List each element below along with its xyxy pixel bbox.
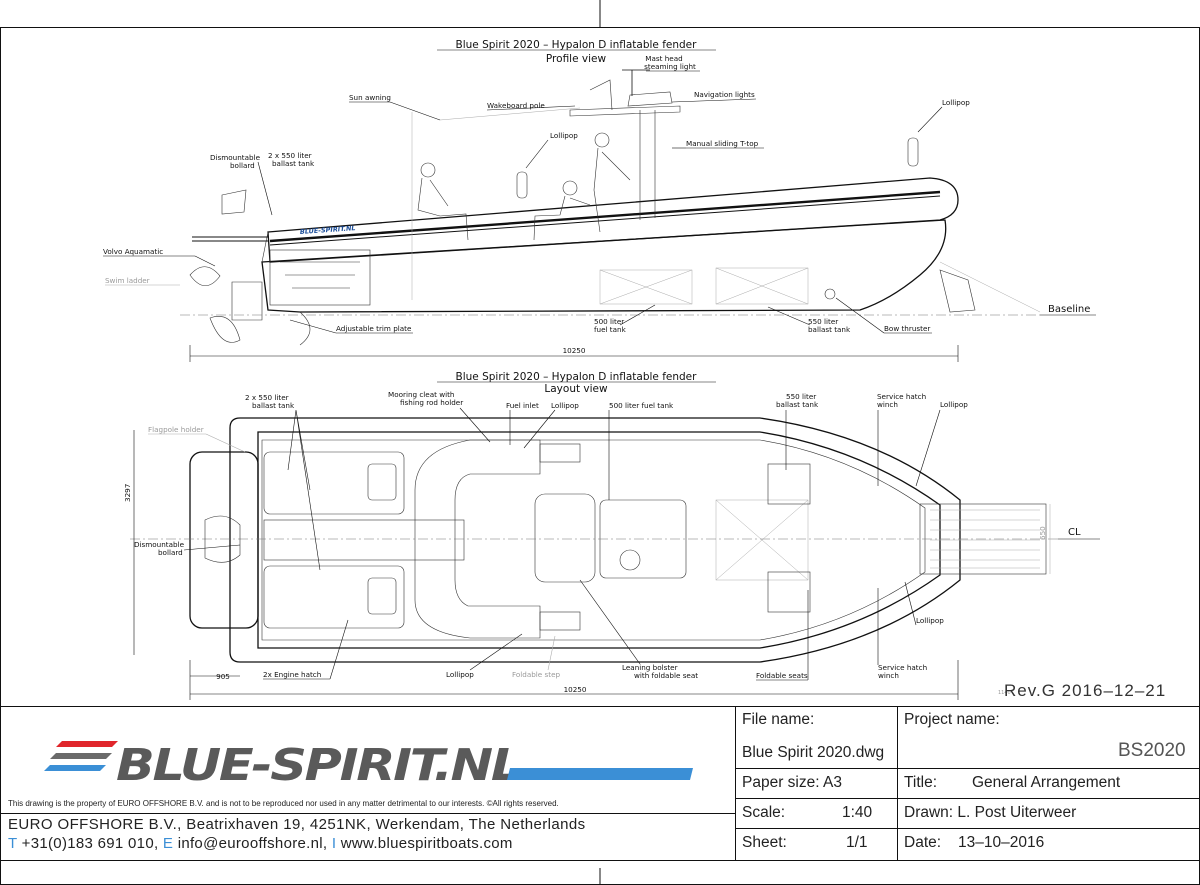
layout-tube-inner bbox=[257, 431, 941, 649]
cl-label: CL bbox=[1068, 527, 1081, 538]
label-foldable-step: Foldable step bbox=[512, 670, 560, 679]
label-bow-thruster: Bow thruster bbox=[884, 324, 930, 333]
label-mast-head-1: Mast head bbox=[645, 54, 682, 63]
blue-spirit-logo: BLUE-SPIRIT.NL bbox=[44, 740, 693, 791]
web-prefix: I bbox=[331, 835, 337, 852]
label-ballast550-1: 550 liter bbox=[808, 317, 838, 326]
layout-view: Blue Spirit 2020 – Hypalon D inflatable … bbox=[123, 371, 1100, 700]
project-name-label: Project name: bbox=[904, 711, 1000, 728]
label-ballast-1: 2 x 550 liter bbox=[268, 151, 312, 160]
baseline-label: Baseline bbox=[1048, 304, 1090, 315]
small-dim-1140: 1140 bbox=[998, 690, 1011, 696]
label-fuel-1: 500 liter bbox=[594, 317, 624, 326]
label-engine-hatch: 2x Engine hatch bbox=[263, 670, 321, 679]
revision-label: Rev.G 2016–12–21 bbox=[1004, 681, 1167, 700]
label-l-ballast-1: 2 x 550 liter bbox=[245, 393, 289, 402]
label-service-bot-1: Service hatch bbox=[878, 663, 927, 672]
company-address: EURO OFFSHORE B.V., Beatrixhaven 19, 425… bbox=[8, 816, 586, 833]
label-manual-sliding: Manual sliding T-top bbox=[686, 139, 759, 148]
label-lollipop-bottom: Lollipop bbox=[446, 670, 474, 679]
label-lollipop-top: Lollipop bbox=[551, 401, 579, 410]
label-l-ballast550-2: ballast tank bbox=[776, 400, 819, 409]
sheet-label: Sheet: bbox=[742, 834, 787, 851]
ballast-hatch-top bbox=[263, 451, 405, 515]
email-link[interactable]: info@eurooffshore.nl, bbox=[177, 835, 328, 852]
profile-view: Blue Spirit 2020 – Hypalon D inflatable … bbox=[103, 39, 1096, 362]
title-block-grid bbox=[0, 706, 1200, 861]
project-name-value: BS2020 bbox=[1118, 740, 1186, 761]
label-flagpole: Flagpole holder bbox=[148, 425, 204, 434]
disclaimer: This drawing is the property of EURO OFF… bbox=[8, 799, 559, 808]
label-lollipop-low-right: Lollipop bbox=[916, 616, 944, 625]
scale-label: Scale: bbox=[742, 804, 786, 821]
label-bolster-1: Leaning bolster bbox=[622, 663, 678, 672]
phone-number[interactable]: +31(0)183 691 010, bbox=[21, 835, 159, 852]
label-l-ballast550-1: 550 liter bbox=[786, 392, 816, 401]
label-sun-awning: Sun awning bbox=[349, 93, 391, 102]
beam-dim: 3297 bbox=[123, 484, 132, 502]
label-lollipop-center: Lollipop bbox=[550, 131, 578, 140]
title-value: General Arrangement bbox=[972, 774, 1121, 791]
label-volvo: Volvo Aquamatic bbox=[103, 247, 163, 256]
date-label: Date: bbox=[904, 834, 942, 851]
phone-prefix: T bbox=[8, 835, 18, 852]
label-service-bot-2: winch bbox=[878, 671, 899, 680]
dim-905: 905 bbox=[216, 672, 230, 681]
label-dismountable-2: bollard bbox=[230, 161, 255, 170]
leaning-bolster bbox=[534, 493, 596, 583]
layout-tube-outer bbox=[229, 417, 961, 663]
label-mooring-1: Mooring cleat with bbox=[388, 390, 454, 399]
profile-title: Blue Spirit 2020 – Hypalon D inflatable … bbox=[456, 39, 698, 51]
label-bolster-2: with foldable seat bbox=[634, 671, 698, 680]
label-l-lollipop-right: Lollipop bbox=[940, 400, 968, 409]
paper-size: Paper size: A3 bbox=[742, 774, 842, 791]
label-mast-head-2: steaming light bbox=[644, 62, 696, 71]
label-l-dismountable-2: bollard bbox=[158, 548, 183, 557]
website-link[interactable]: www.bluespiritboats.com bbox=[340, 835, 513, 852]
label-ballast-2: ballast tank bbox=[272, 159, 315, 168]
scale-value: 1:40 bbox=[842, 804, 873, 821]
file-name-label: File name: bbox=[742, 711, 815, 728]
layout-length-dim: 10250 bbox=[564, 685, 587, 694]
small-dim-650: 650 bbox=[1038, 526, 1047, 540]
label-mooring-2: fishing rod holder bbox=[400, 398, 463, 407]
profile-tube bbox=[267, 177, 959, 263]
date-value: 13–10–2016 bbox=[958, 834, 1045, 851]
drawn-by: Drawn: L. Post Uiterweer bbox=[904, 804, 1077, 821]
email-prefix: E bbox=[162, 835, 174, 852]
bow-platform bbox=[919, 503, 1047, 575]
contact-line: T +31(0)183 691 010, E info@eurooffshore… bbox=[8, 835, 513, 852]
profile-hull bbox=[261, 219, 947, 313]
hull-brand: BLUE-SPIRIT.NL bbox=[300, 224, 356, 236]
label-service-top-1: Service hatch bbox=[877, 392, 926, 401]
ballast-hatch-bottom bbox=[263, 565, 405, 629]
label-lollipop-right: Lollipop bbox=[942, 98, 970, 107]
label-ballast550-2: ballast tank bbox=[808, 325, 851, 334]
label-fuel-inlet: Fuel inlet bbox=[506, 401, 539, 410]
file-name-value: Blue Spirit 2020.dwg bbox=[742, 744, 885, 761]
label-l-dismountable-1: Dismountable bbox=[134, 540, 185, 549]
label-wakeboard-pole: Wakeboard pole bbox=[487, 101, 545, 110]
label-fuel-tank: 500 liter fuel tank bbox=[609, 401, 674, 410]
layout-subtitle: Layout view bbox=[544, 383, 608, 395]
label-swim-ladder: Swim ladder bbox=[105, 276, 150, 285]
sheet-value: 1/1 bbox=[846, 834, 868, 851]
label-foldable-seats: Foldable seats bbox=[756, 671, 808, 680]
label-dismountable-1: Dismountable bbox=[210, 153, 261, 162]
label-fuel-2: fuel tank bbox=[594, 325, 627, 334]
label-trim-plate: Adjustable trim plate bbox=[336, 324, 412, 333]
layout-title: Blue Spirit 2020 – Hypalon D inflatable … bbox=[456, 371, 698, 383]
profile-subtitle: Profile view bbox=[546, 53, 607, 65]
title-label: Title: bbox=[904, 774, 938, 791]
profile-length-dim: 10250 bbox=[563, 346, 586, 355]
label-l-ballast-2: ballast tank bbox=[252, 401, 295, 410]
label-navigation-lights: Navigation lights bbox=[694, 90, 755, 99]
label-service-top-2: winch bbox=[877, 400, 898, 409]
logo-text: BLUE-SPIRIT.NL bbox=[116, 740, 521, 791]
transom-platform bbox=[189, 451, 259, 629]
